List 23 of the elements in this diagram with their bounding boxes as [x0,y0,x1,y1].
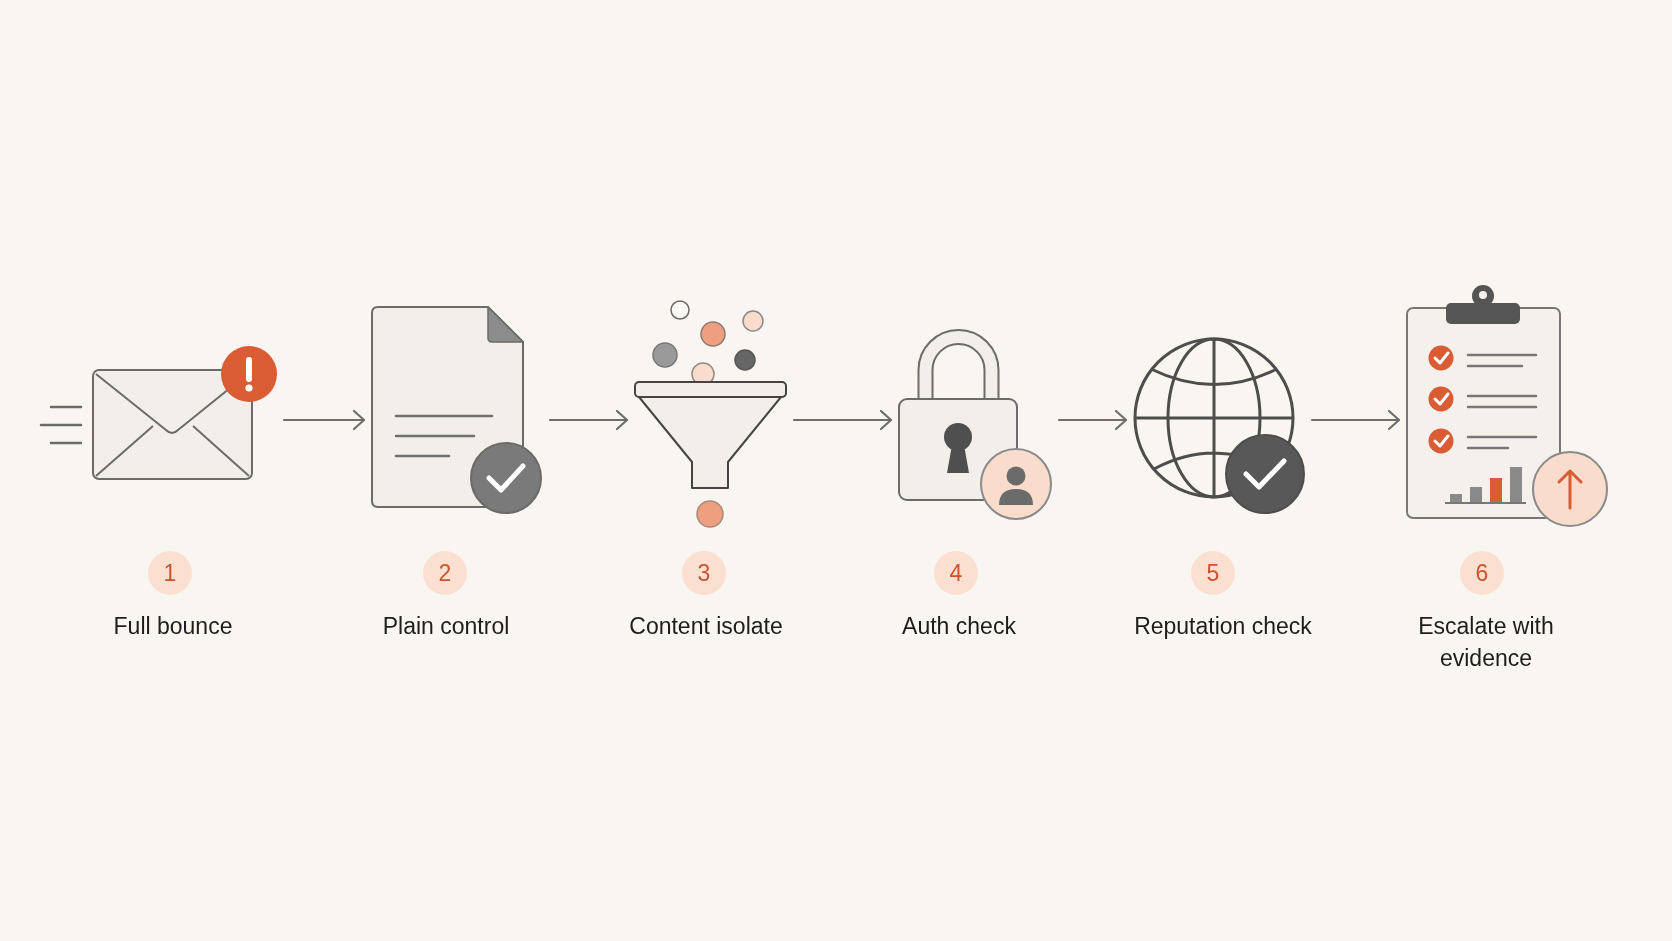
step-label: Full bounce [113,612,233,641]
arrow [1310,409,1401,431]
step-label: Auth check [902,612,1016,641]
step-number: 5 [1191,551,1235,595]
step-label: Content isolate [629,612,783,641]
arrow [282,409,366,431]
envelope-illustration [39,345,278,481]
step-label: Escalate with evidence [1417,612,1555,673]
step-number: 2 [423,551,467,595]
step-label: Plain control [382,612,510,641]
step-number: 4 [934,551,978,595]
arrow [548,409,629,431]
clipboard-illustration [1405,284,1610,528]
arrow [792,409,893,431]
step-number: 3 [682,551,726,595]
padlock-illustration [897,328,1053,522]
step-number: 6 [1460,551,1504,595]
globe-illustration [1132,336,1306,515]
step-label: Reputation check [1134,612,1312,641]
arrow [1057,409,1128,431]
funnel-illustration [633,299,788,528]
document-illustration [370,305,544,516]
step-number: 1 [148,551,192,595]
